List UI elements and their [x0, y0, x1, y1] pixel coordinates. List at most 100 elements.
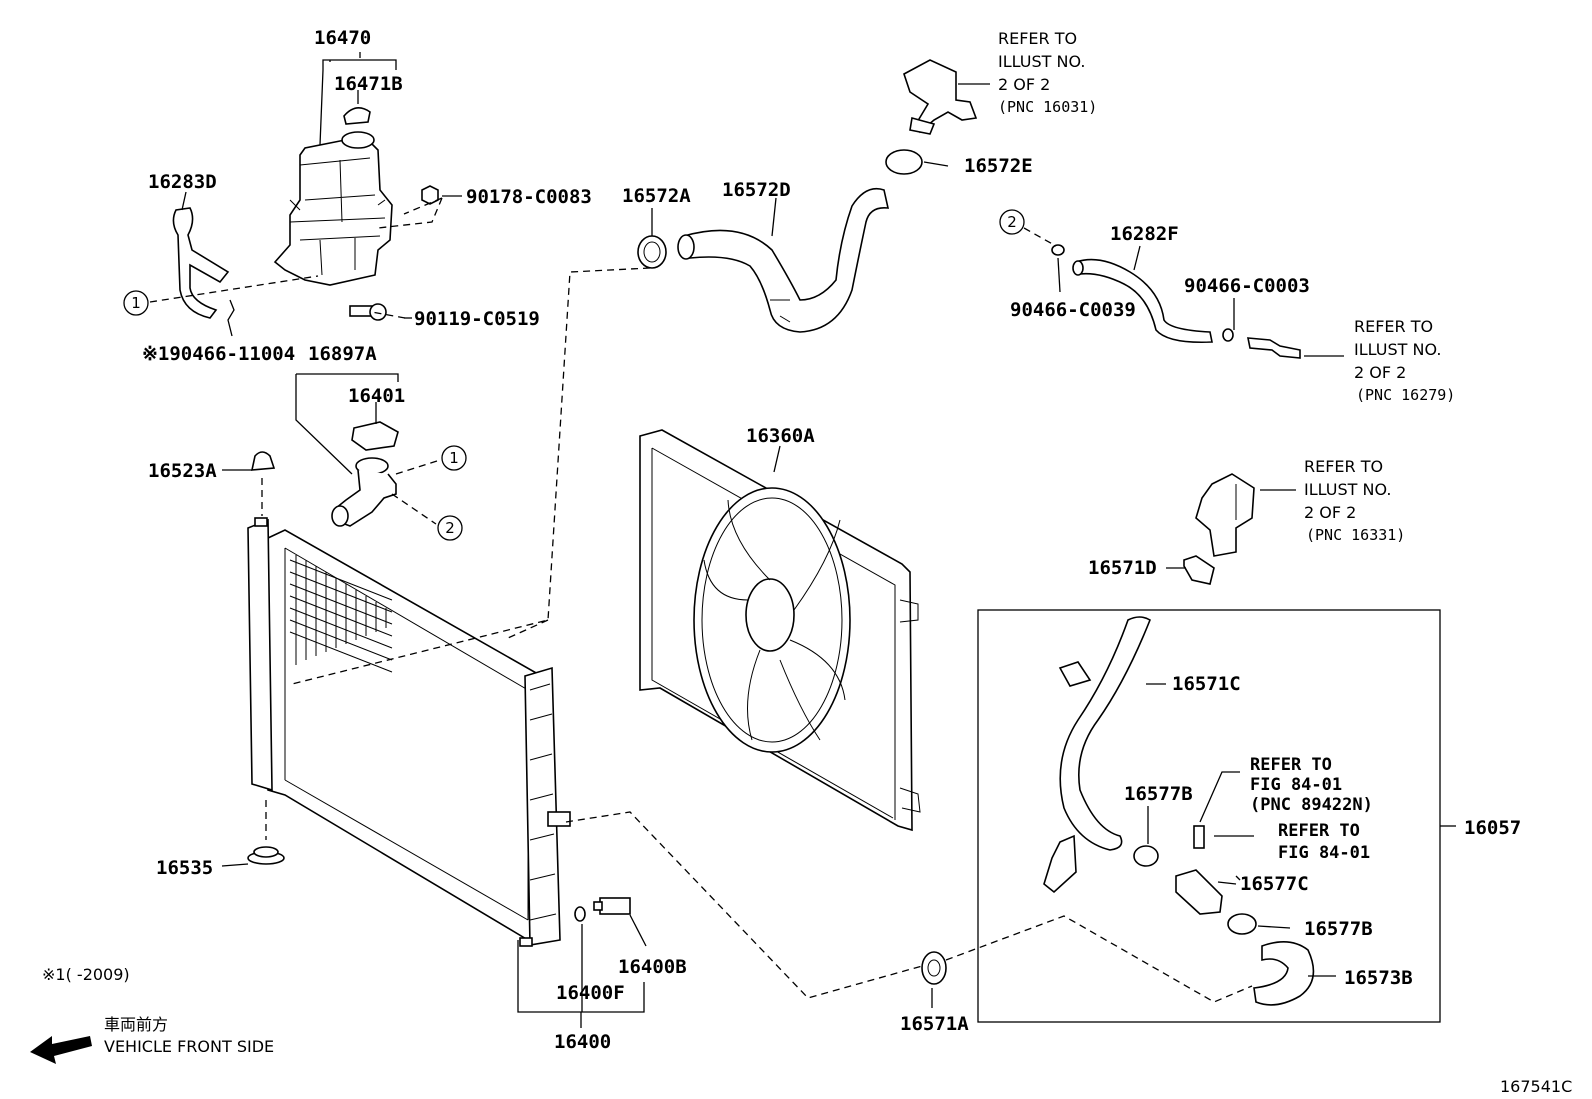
sensor-16571D	[1183, 555, 1215, 585]
refer-89422N-line3: (PNC 89422N)	[1250, 795, 1373, 815]
water-outlet	[903, 59, 978, 135]
refer-84-01-line2: FIG 84-01	[1278, 843, 1370, 863]
label-16057: 16057	[1464, 817, 1521, 839]
radiator	[247, 517, 571, 947]
refer-16331-line2: ILLUST NO.	[1304, 480, 1391, 499]
refer-16331: REFER TO ILLUST NO. 2 OF 2 (PNC 16331)	[1304, 457, 1405, 544]
leader-lines	[149, 90, 1456, 1008]
label-16571A: 16571A	[900, 1013, 969, 1035]
pipe-16577C	[1175, 869, 1223, 915]
label-16571C: 16571C	[1172, 673, 1241, 695]
refer-89422N-line2: FIG 84-01	[1250, 775, 1342, 795]
fan-shroud	[639, 429, 921, 832]
label-16523A: 16523A	[148, 460, 217, 482]
marker-1-left: 1	[123, 290, 149, 316]
front-label-en: VEHICLE FRONT SIDE	[104, 1037, 274, 1056]
label-16571D: 16571D	[1088, 557, 1157, 579]
refer-16331-line4: (PNC 16331)	[1306, 526, 1405, 544]
footnote-model-year: ※1( -2009)	[42, 965, 130, 984]
refer-16331-line1: REFER TO	[1304, 457, 1383, 476]
bracket-lower	[1043, 834, 1077, 894]
water-inlet	[1195, 473, 1255, 557]
hose-16283D	[172, 207, 230, 319]
front-label-jp: 車両前方	[104, 1015, 168, 1034]
label-16401: 16401	[348, 385, 405, 407]
assembly-box-16057	[977, 609, 1441, 1023]
refer-16031-line1: REFER TO	[998, 29, 1077, 48]
refer-16031-line2: ILLUST NO.	[998, 52, 1085, 71]
refer-16031: REFER TO ILLUST NO. 2 OF 2 (PNC 16031)	[958, 29, 1097, 116]
sensor-89422N	[1193, 825, 1205, 849]
radiator-cap	[351, 421, 399, 451]
upper-hose	[677, 187, 890, 333]
refer-84-01-line1: REFER TO	[1278, 821, 1360, 841]
clamp-16572A	[637, 235, 667, 269]
label-16360A: 16360A	[746, 425, 815, 447]
label-90466-C0003: 90466-C0003	[1184, 275, 1310, 297]
label-16577B-upper: 16577B	[1124, 783, 1193, 805]
label-90119-C0519: 90119-C0519	[414, 308, 540, 330]
pipe-16279	[1247, 337, 1301, 359]
marker-2-neck: 2	[437, 515, 463, 541]
clamp-16571A	[921, 951, 947, 985]
refer-16031-line3: 2 OF 2	[998, 75, 1050, 94]
marker-1-neck-text: 1	[449, 449, 459, 467]
label-16400B: 16400B	[618, 956, 687, 978]
marker-2-bypass: 2	[999, 209, 1025, 235]
marker-1-left-text: 1	[131, 294, 141, 312]
hose-16282F	[1072, 258, 1213, 344]
refer-89422N-line1: REFER TO	[1250, 755, 1332, 775]
reservoir-tank	[273, 131, 393, 286]
plug-16523A	[250, 451, 276, 471]
label-16897A: 16897A	[308, 343, 377, 365]
label-16572A: 16572A	[622, 185, 691, 207]
marker-2-bypass-text: 2	[1007, 213, 1017, 231]
bolt-90178	[421, 185, 439, 205]
part-labels: 16470 16471B 16283D 90178-C0083 90119-C0…	[142, 27, 1521, 1053]
label-16535: 16535	[156, 857, 213, 879]
label-16470: 16470	[314, 27, 371, 49]
cushion-16535	[247, 846, 285, 865]
label-16572D: 16572D	[722, 179, 791, 201]
clamp-16572E	[885, 149, 923, 175]
refer-16279-line2: ILLUST NO.	[1354, 340, 1441, 359]
label-16471B: 16471B	[334, 73, 403, 95]
clip-upper	[1058, 661, 1092, 687]
illustration-id: 167541C	[1500, 1077, 1572, 1096]
clamp-16577B-upper	[1133, 845, 1159, 867]
reservoir-cap	[343, 96, 371, 125]
label-90466-C0039: 90466-C0039	[1010, 299, 1136, 321]
refer-84-01: REFER TO FIG 84-01	[1278, 821, 1370, 863]
front-arrow-icon	[30, 1036, 92, 1064]
marker-2-neck-text: 2	[445, 519, 455, 537]
refer-16279-line1: REFER TO	[1354, 317, 1433, 336]
label-16283D: 16283D	[148, 171, 217, 193]
label-16577B-lower: 16577B	[1304, 918, 1373, 940]
filler-neck	[331, 457, 397, 527]
refer-16331-line3: 2 OF 2	[1304, 503, 1356, 522]
hose-16573B	[1253, 941, 1315, 1006]
hose-16571C	[1059, 616, 1151, 851]
drain-cock	[593, 897, 631, 915]
clamp-90466-C0039	[1051, 244, 1065, 256]
label-16572E: 16572E	[964, 155, 1033, 177]
label-16400F: 16400F	[556, 982, 625, 1004]
marker-1-neck: 1	[441, 445, 467, 471]
bolt-90119	[349, 303, 387, 321]
refer-16031-line4: (PNC 16031)	[998, 98, 1097, 116]
o-ring	[574, 906, 586, 922]
refer-16279: REFER TO ILLUST NO. 2 OF 2 (PNC 16279)	[1354, 317, 1455, 404]
refer-89422N: REFER TO FIG 84-01 (PNC 89422N)	[1250, 755, 1373, 815]
label-16282F: 16282F	[1110, 223, 1179, 245]
label-90466-11004: ※190466-11004	[142, 343, 295, 365]
clamp-90466-C0003	[1222, 328, 1234, 342]
label-16577C: 16577C	[1240, 873, 1309, 895]
label-16400: 16400	[554, 1031, 611, 1053]
refer-16279-line4: (PNC 16279)	[1356, 386, 1455, 404]
label-16573B: 16573B	[1344, 967, 1413, 989]
refer-16279-line3: 2 OF 2	[1354, 363, 1406, 382]
clamp-16577B-lower	[1227, 913, 1257, 935]
vehicle-front-indicator: 車両前方 VEHICLE FRONT SIDE	[30, 1015, 274, 1064]
